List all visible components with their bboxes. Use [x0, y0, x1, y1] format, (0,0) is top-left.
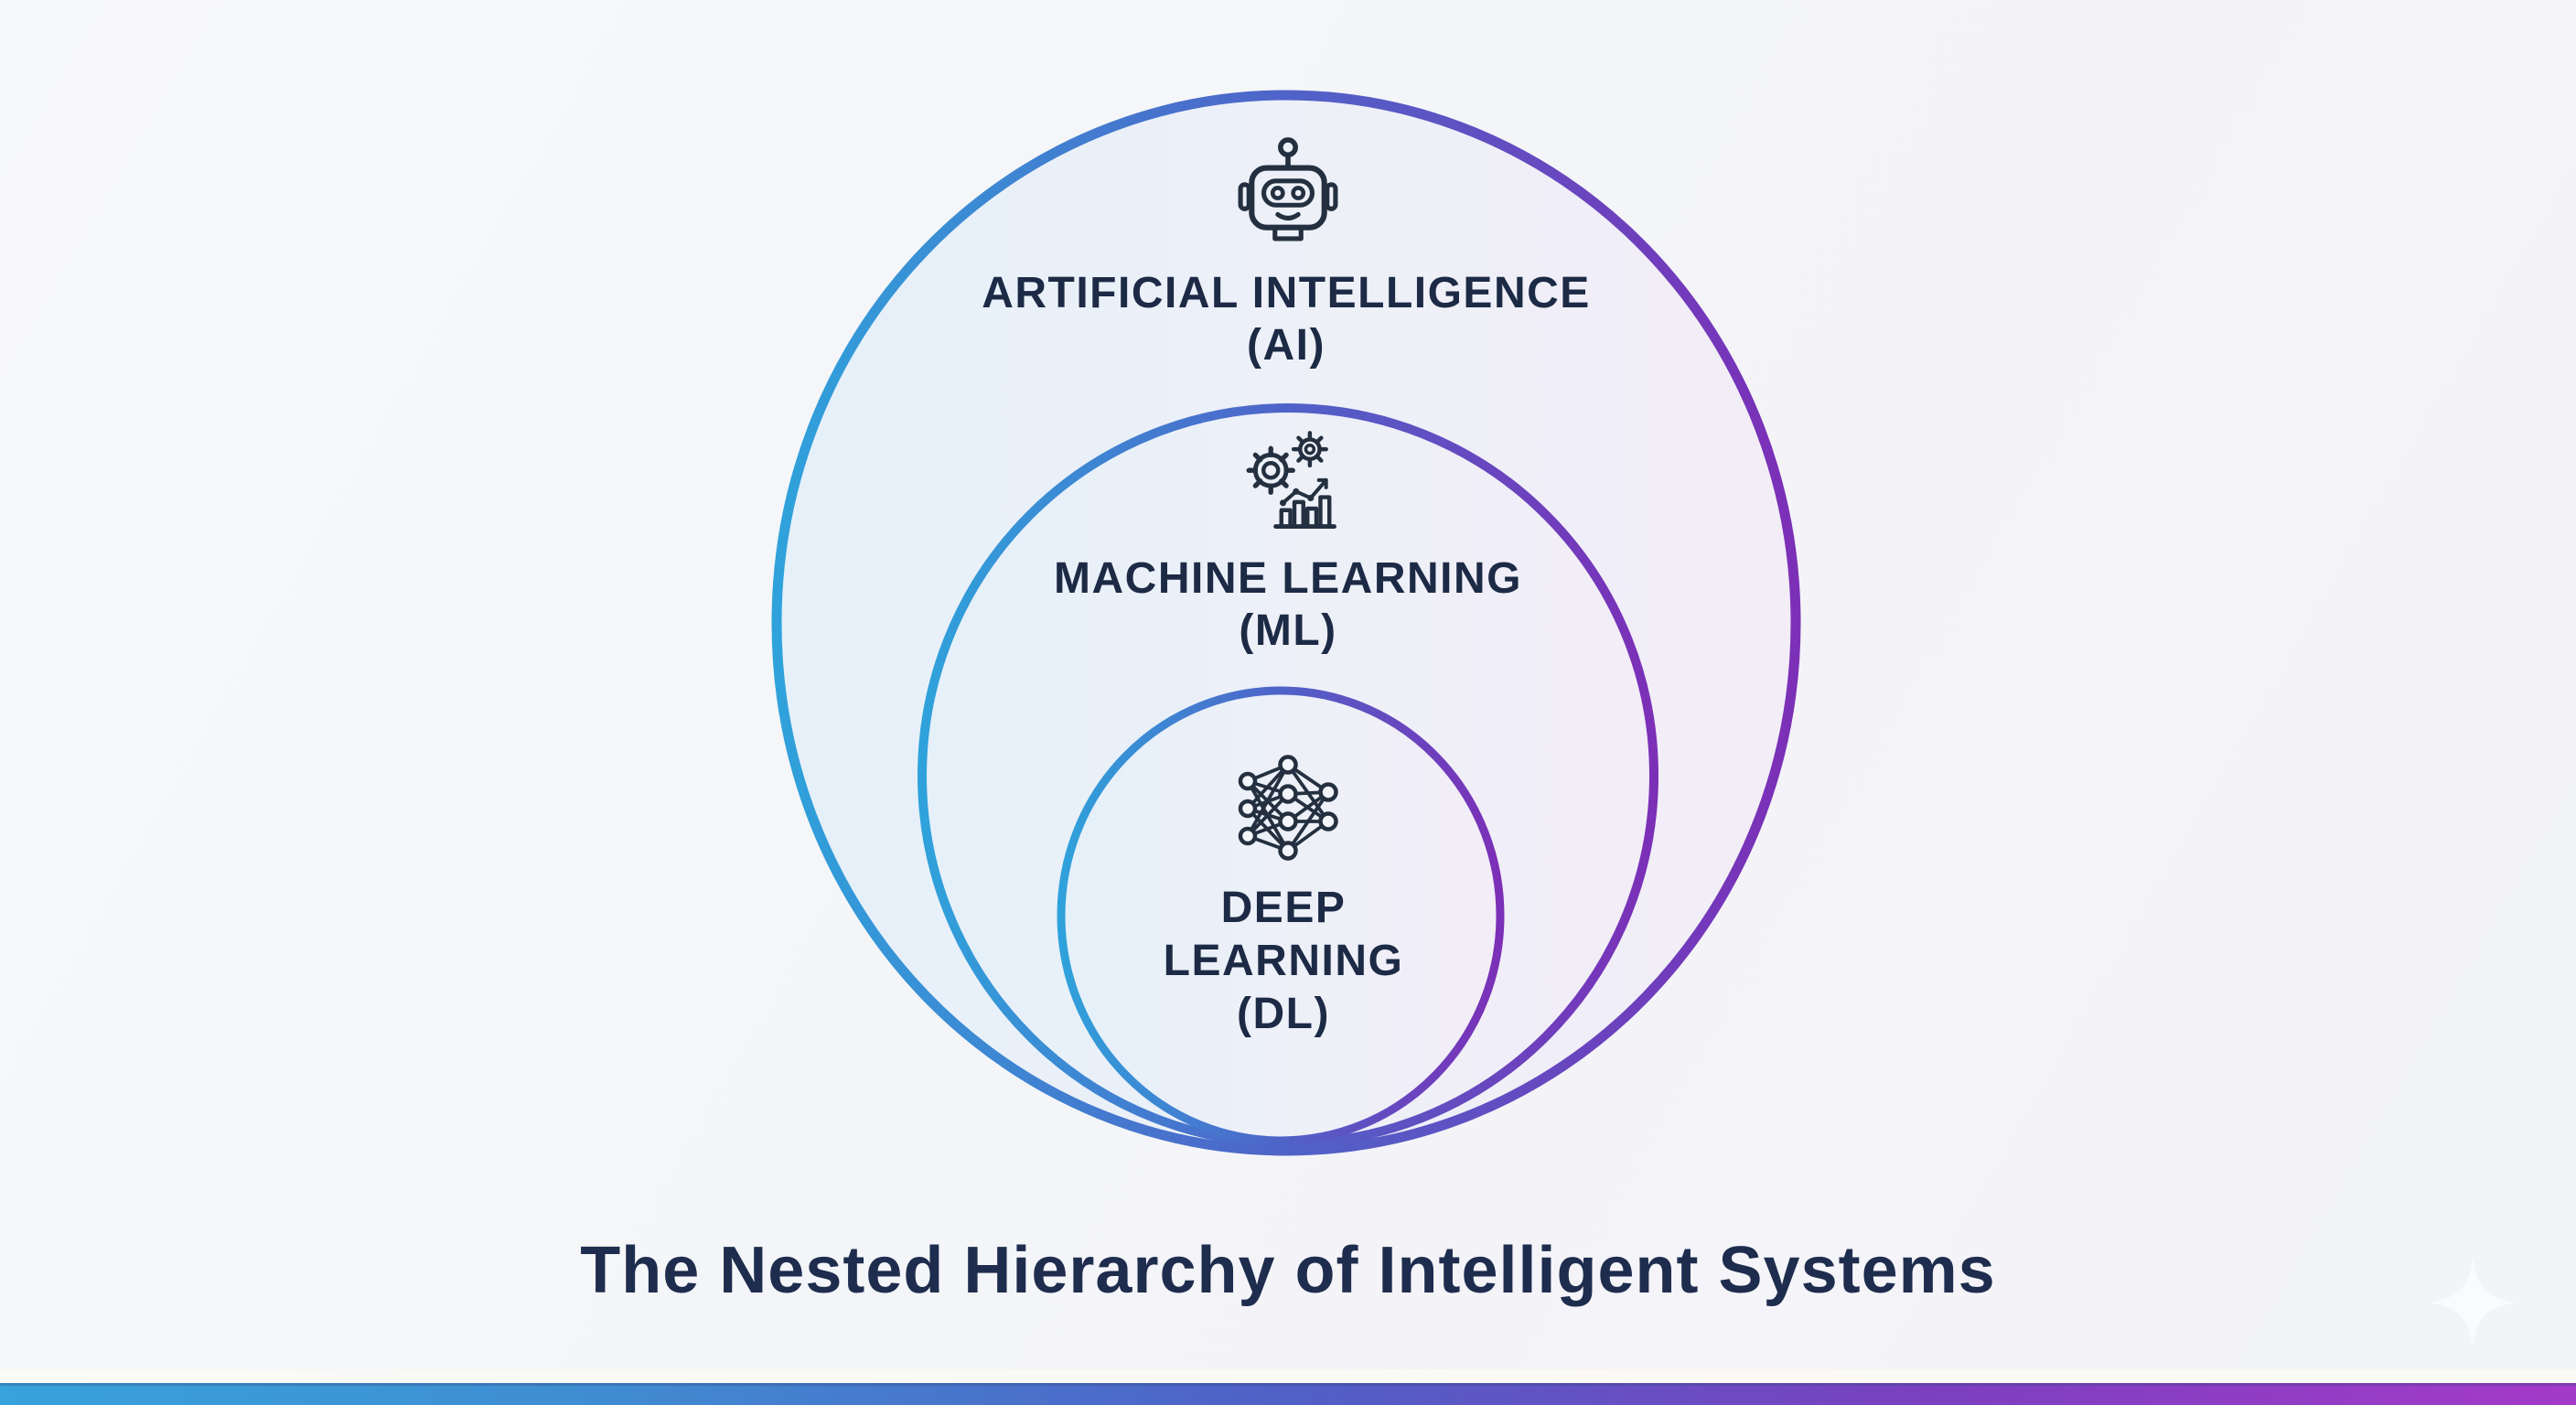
bottom-light-strip [0, 1369, 2576, 1383]
gears-chart-icon [1235, 428, 1339, 531]
dl-label-line2: LEARNING [1163, 937, 1404, 985]
ml-label-line2: (ML) [1239, 606, 1337, 655]
sparkle-icon [2429, 1259, 2517, 1346]
ml-label-line1: MACHINE LEARNING [1054, 554, 1522, 603]
dl-label-line3: (DL) [1237, 990, 1330, 1038]
robot-icon [1237, 135, 1339, 249]
ai-ring-label: ARTIFICIAL INTELLIGENCE (AI) [875, 267, 1698, 371]
neural-network-icon [1235, 754, 1341, 862]
accent-gradient-bar [0, 1383, 2576, 1405]
page-title: The Nested Hierarchy of Intelligent Syst… [580, 1234, 1996, 1307]
dl-circle [1057, 686, 1505, 1145]
ai-label-line1: ARTIFICIAL INTELLIGENCE [982, 269, 1591, 317]
ml-ring-label: MACHINE LEARNING (ML) [876, 552, 1700, 657]
dl-label-line1: DEEP [1220, 884, 1347, 932]
ai-label-line2: (AI) [1247, 321, 1326, 370]
dl-ring-label: DEEP LEARNING (DL) [1014, 882, 1553, 1041]
